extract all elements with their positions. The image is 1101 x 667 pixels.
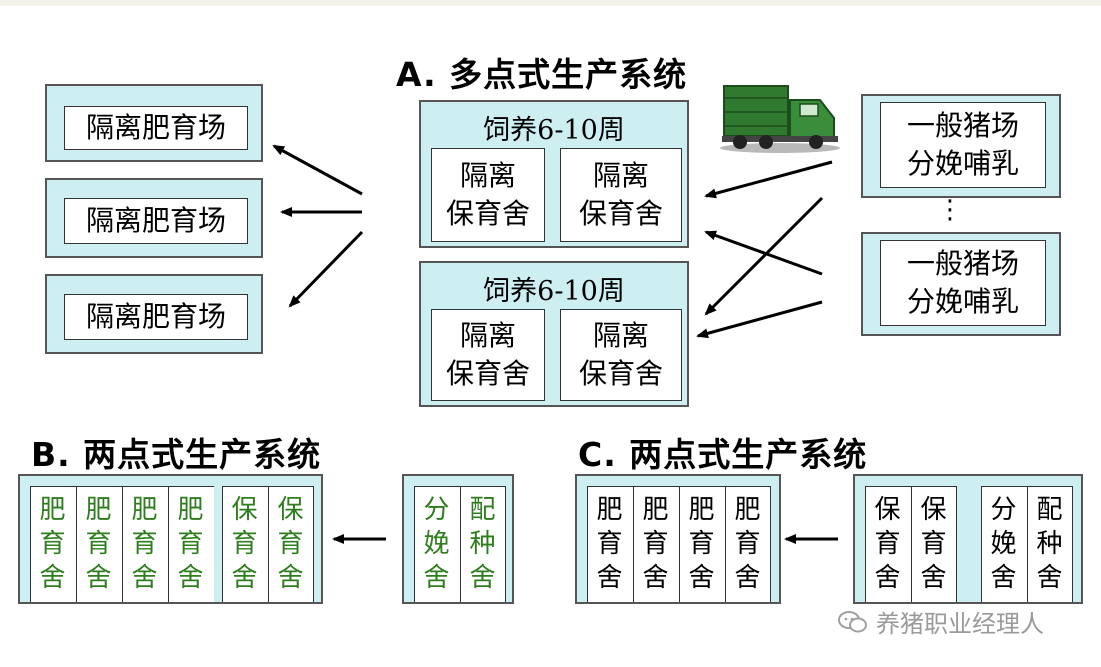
section-c-column-5-text: 保育舍 xyxy=(870,494,900,597)
top-strip xyxy=(0,0,1101,6)
center-unit-1: 饲养6-10周 隔离 保育舍 隔离 保育舍 xyxy=(419,100,689,248)
section-c-title: C. 两点式生产系统 xyxy=(578,435,868,474)
left-farm-box-1: 隔离肥育场 xyxy=(45,84,263,162)
section-c-column-4: 肥育舍 xyxy=(725,486,771,602)
section-b-column-6: 保育舍 xyxy=(268,486,314,602)
section-c-column-6: 保育舍 xyxy=(911,486,957,602)
section-c-column-8: 配种舍 xyxy=(1027,486,1073,602)
section-b-column-8: 配种舍 xyxy=(460,486,506,602)
section-b-column-6-text: 保育舍 xyxy=(273,494,303,597)
section-c-column-7: 分娩舍 xyxy=(981,486,1027,602)
section-c-column-6-text: 保育舍 xyxy=(916,494,946,597)
section-b-column-5-text: 保育舍 xyxy=(227,494,257,597)
section-b-title: B. 两点式生产系统 xyxy=(31,435,322,474)
center-unit-1-house-1: 隔离 保育舍 xyxy=(431,148,545,242)
section-b-column-7: 分娩舍 xyxy=(414,486,460,602)
center-unit-1-caption: 饲养6-10周 xyxy=(483,115,625,146)
left-farm-box-3: 隔离肥育场 xyxy=(45,274,263,354)
left-farm-label-3: 隔离肥育场 xyxy=(64,294,248,340)
section-c-column-1: 肥育舍 xyxy=(587,486,633,602)
right-farm-ellipsis: ⋮ xyxy=(937,195,963,225)
center-unit-2-house-1: 隔离 保育舍 xyxy=(431,309,545,401)
section-a-title: A. 多点式生产系统 xyxy=(396,55,688,94)
section-c-column-3-text: 肥育舍 xyxy=(684,494,714,597)
section-b-left-strip: 肥育舍 肥育舍 肥育舍 肥育舍 保育舍 保育舍 xyxy=(18,474,323,604)
right-farm-box-2: 一般猪场 分娩哺乳 xyxy=(861,232,1061,336)
section-b-column-3-text: 肥育舍 xyxy=(127,494,157,597)
watermark: 养猪职业经理人 xyxy=(838,604,1044,639)
arrow-farm2-to-unit2 xyxy=(696,300,823,339)
section-c-column-8-text: 配种舍 xyxy=(1032,494,1062,597)
section-c-column-3: 肥育舍 xyxy=(679,486,725,602)
section-b-column-4-text: 肥育舍 xyxy=(173,494,203,597)
arrow-farm1-to-unit1 xyxy=(704,160,833,199)
section-b-right-strip: 分娩舍 配种舍 xyxy=(402,474,514,604)
left-farm-label-1: 隔离肥育场 xyxy=(64,106,248,150)
section-b-column-2-text: 肥育舍 xyxy=(81,494,111,597)
section-c-column-4-text: 肥育舍 xyxy=(730,494,760,597)
left-farm-label-2: 隔离肥育场 xyxy=(64,198,248,244)
section-c-column-7-text: 分娩舍 xyxy=(986,494,1016,597)
right-farm-label-2: 一般猪场 分娩哺乳 xyxy=(880,240,1046,326)
right-farm-box-1: 一般猪场 分娩哺乳 xyxy=(861,94,1061,198)
section-c-column-2-text: 肥育舍 xyxy=(638,494,668,597)
section-b-column-4: 肥育舍 xyxy=(168,486,214,602)
arrow-to-left-farm-3 xyxy=(288,230,364,308)
section-c-column-1-text: 肥育舍 xyxy=(592,494,622,597)
section-c-column-2: 肥育舍 xyxy=(633,486,679,602)
section-b-column-7-text: 分娩舍 xyxy=(419,494,449,597)
section-b-column-1: 肥育舍 xyxy=(30,486,76,602)
wechat-icon xyxy=(838,610,867,632)
section-c-column-5: 保育舍 xyxy=(865,486,911,602)
section-b-column-2: 肥育舍 xyxy=(76,486,122,602)
watermark-text: 养猪职业经理人 xyxy=(876,610,1044,638)
section-c-right-strip: 保育舍 保育舍 分娩舍 配种舍 xyxy=(853,474,1083,604)
truck-icon xyxy=(720,85,840,153)
section-b-column-3: 肥育舍 xyxy=(122,486,168,602)
section-b-column-5: 保育舍 xyxy=(222,486,268,602)
arrow-to-left-farm-1 xyxy=(272,144,363,196)
left-farm-box-2: 隔离肥育场 xyxy=(45,178,263,258)
center-unit-1-house-2: 隔离 保育舍 xyxy=(560,148,682,242)
center-unit-2-house-2: 隔离 保育舍 xyxy=(560,309,682,401)
section-c-left-strip: 肥育舍 肥育舍 肥育舍 肥育舍 xyxy=(575,474,781,604)
right-farm-label-1: 一般猪场 分娩哺乳 xyxy=(880,102,1046,188)
center-unit-2-caption: 饲养6-10周 xyxy=(483,276,625,307)
center-unit-2: 饲养6-10周 隔离 保育舍 隔离 保育舍 xyxy=(419,261,689,407)
arrow-farm2-to-unit1 xyxy=(704,230,823,276)
section-b-column-8-text: 配种舍 xyxy=(465,494,495,597)
arrow-farm1-to-unit2 xyxy=(704,196,824,316)
section-b-column-1-text: 肥育舍 xyxy=(35,494,65,597)
